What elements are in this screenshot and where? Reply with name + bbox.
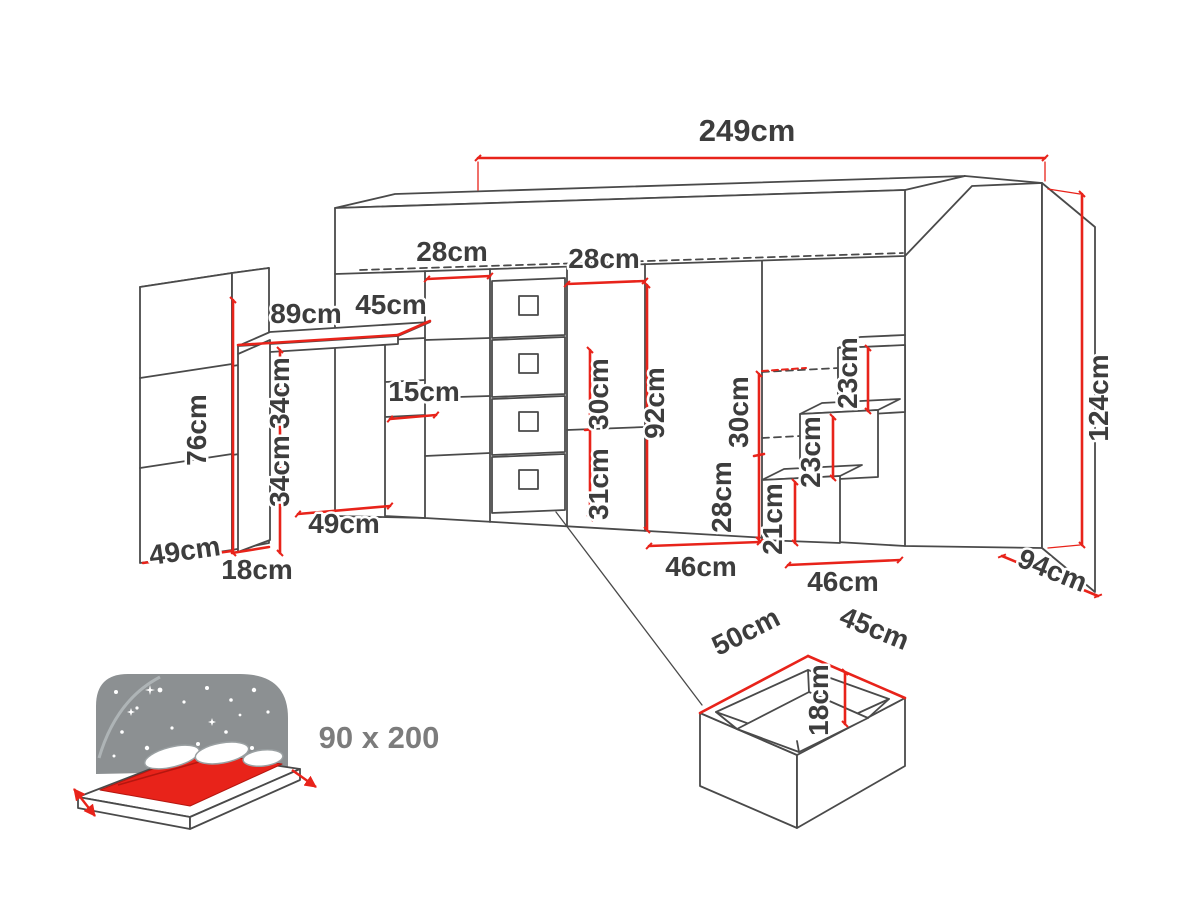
drawer-detail <box>699 655 906 829</box>
dim-label-wardrobe-width: 18cm <box>221 554 293 585</box>
dim-bed-depth-line <box>997 553 1103 599</box>
dim-label-desk-width: 89cm <box>270 298 342 329</box>
dim-drawer-width-edge <box>806 654 907 700</box>
stars <box>112 685 270 758</box>
dim-extension <box>1047 188 1081 549</box>
step-3-top <box>837 334 906 349</box>
dim-46a-line <box>645 538 764 550</box>
duvet-fold <box>117 759 207 786</box>
drawer-handles <box>518 295 539 490</box>
dim-label-shelf-upper: 30cm <box>583 358 614 430</box>
sparkle-icon <box>127 708 135 716</box>
dim-label-niche-right: 46cm <box>807 566 879 597</box>
dim-28a-line <box>423 272 494 283</box>
length-arrow-icon <box>291 769 317 788</box>
dim-rear-niche-midtick <box>752 452 766 458</box>
dim-30-31-midtick <box>583 427 597 432</box>
bed-back-edge <box>964 175 1043 184</box>
dim-label-step1: 21cm <box>757 483 788 555</box>
bed-size-icon <box>73 674 317 830</box>
dim-label-drawer-depth: 50cm <box>707 601 785 661</box>
dim-15-line <box>386 411 440 423</box>
drawer-detail-leader-line <box>555 511 703 706</box>
staircase-steps <box>761 334 906 544</box>
pull-out-desk <box>237 321 431 553</box>
dim-label-desk-depth: 45cm <box>355 289 427 320</box>
sparkle-icon <box>145 685 155 695</box>
dim-label-drawer-width: 45cm <box>836 600 914 656</box>
dim-rear-dashed <box>761 367 807 372</box>
dim-desk-depth-edge <box>396 319 432 337</box>
dim-drawer-depth-edge <box>698 654 810 715</box>
dim-extension <box>477 161 1046 191</box>
cabinet-shelves <box>424 337 646 457</box>
dim-label-under-bed: 92cm <box>639 367 670 439</box>
dim-label-desk-upper: 34cm <box>264 357 295 429</box>
step-2-front <box>799 409 879 482</box>
dim-label-total-length: 249cm <box>699 113 796 148</box>
dim-label-shelf-gap: 15cm <box>388 376 460 407</box>
dim-wardrobe-width-edge <box>230 545 271 555</box>
stair-tower <box>904 182 1096 593</box>
dim-label-drawer-height: 18cm <box>803 664 834 736</box>
drawer-inner-corners <box>715 669 890 753</box>
dim-label-col2-width: 28cm <box>568 243 640 274</box>
dim-label-shelf-lower: 31cm <box>583 448 614 520</box>
desk-support-column <box>384 337 426 519</box>
dim-label-col1-width: 28cm <box>416 236 488 267</box>
dim-label-desk-unit-depth: 49cm <box>308 508 380 539</box>
wardrobe-shelves <box>139 360 270 469</box>
dim-desk-width-edge <box>236 333 400 347</box>
sparkle-icon <box>208 718 216 726</box>
dim-46b-line <box>784 556 904 569</box>
mattress-hidden-line <box>359 252 904 271</box>
dim-label-rear-lower: 28cm <box>706 461 737 533</box>
dimension-labels: 249cm 124cm 28cm 28cm 89cm 45cm 76cm 15c… <box>145 111 1117 758</box>
dim-28b-line <box>563 277 649 288</box>
tower-front-face <box>904 182 1043 549</box>
loft-bed-top <box>334 175 1043 519</box>
dim-34-midtick <box>273 449 287 454</box>
width-arrow-icon <box>73 788 96 817</box>
bed-structure-outline <box>139 175 1096 829</box>
dim-label-step2: 23cm <box>795 416 826 488</box>
headboard-night-curve <box>97 675 161 759</box>
size-arrows <box>73 769 317 817</box>
dimension-lines <box>141 154 1103 728</box>
dim-label-total-height: 124cm <box>1083 354 1114 441</box>
mattress-size-label: 90 x 200 <box>319 720 440 755</box>
dim-label-rear-upper: 30cm <box>723 376 754 448</box>
dim-label-desk-lower: 34cm <box>264 435 295 507</box>
mattress-base-right <box>189 768 301 830</box>
dim-wardrobe-depth-edge <box>141 549 234 565</box>
dim-label-niche-left: 46cm <box>665 551 737 582</box>
dim-label-wardrobe-height: 76cm <box>181 394 212 466</box>
dim-label-step3: 23cm <box>832 337 863 409</box>
drawer-column <box>491 277 566 514</box>
pillows <box>143 741 284 770</box>
dim-desk-depth-line <box>294 502 394 518</box>
